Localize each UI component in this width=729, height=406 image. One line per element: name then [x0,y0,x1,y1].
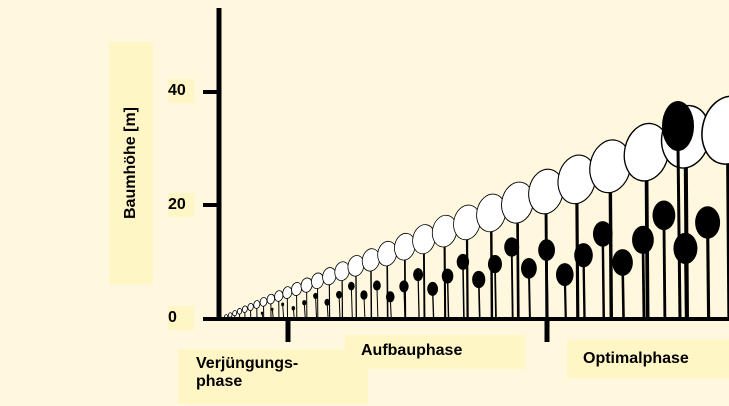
tree-crown [291,282,303,296]
understory-crown [487,255,502,274]
understory-crown [441,268,454,284]
understory-trunk [462,261,465,320]
understory-crown [456,253,470,270]
y-axis-title-box [109,42,153,284]
understory-crown [313,292,318,300]
tree-trunk [490,226,494,320]
understory-trunk [315,295,318,320]
understory-crown [472,270,486,289]
understory-crown [399,280,409,293]
tree-trunk [516,217,520,320]
understory-crown [538,239,555,261]
understory-crown [260,311,264,315]
phase-label-aufbau: Aufbauphase [345,335,525,369]
tree-crown [311,272,325,290]
tree-crown [247,303,254,311]
understory-trunk [662,215,667,320]
understory-trunk [303,302,306,320]
tree-crown [236,308,243,315]
tree-crown [701,95,729,165]
tree-crown [274,290,284,302]
understory-crown [324,298,330,306]
dominant-dark-trunk [676,145,682,320]
understory-crown [427,281,439,296]
understory-crown [360,290,368,300]
understory-trunk [350,286,353,320]
understory-crown [555,263,574,287]
understory-crown [348,281,355,291]
understory-crown [373,280,381,291]
understory-crown [302,300,307,306]
understory-crown [673,232,698,264]
tree-crown [253,300,261,309]
understory-crown [504,237,520,257]
understory-crown [336,290,343,299]
tree-crown [227,312,233,318]
tree-trunk [608,184,614,320]
understory-crown [271,307,274,311]
understory-trunk [545,250,549,320]
understory-trunk [601,233,605,320]
understory-trunk [282,304,285,320]
tree-crown [300,277,313,293]
understory-crown [281,302,285,307]
understory-crown [652,200,676,231]
y-tick-label-40: 40 [168,79,194,103]
understory-crown [385,291,395,303]
trees-layer [224,95,729,320]
understory-trunk [338,294,341,320]
tree-crown [282,286,293,299]
tree-trunk [465,234,469,320]
understory-trunk [376,285,379,320]
understory-trunk [494,264,497,320]
tree-crown [241,305,248,313]
understory-crown [520,258,537,279]
understory-trunk [510,247,514,320]
understory-crown [413,268,424,282]
phase-label-verjuengung: Verjüngungs- phase [178,349,368,404]
understory-crown [695,206,721,239]
understory-crown [632,225,654,254]
dominant-dark-crown [662,101,694,151]
understory-crown [612,249,633,276]
understory-crown [574,243,593,268]
understory-trunk [417,274,420,320]
phase-label-optimal: Optimalphase [567,340,729,378]
y-tick-label-0: 0 [168,306,194,330]
tree-trunk [422,249,426,320]
y-tick-label-20: 20 [168,193,194,217]
understory-crown [291,306,296,311]
tree-crown [259,297,268,307]
understory-crown [592,221,613,247]
tree-crown [266,293,275,305]
tree-crown [232,310,238,317]
